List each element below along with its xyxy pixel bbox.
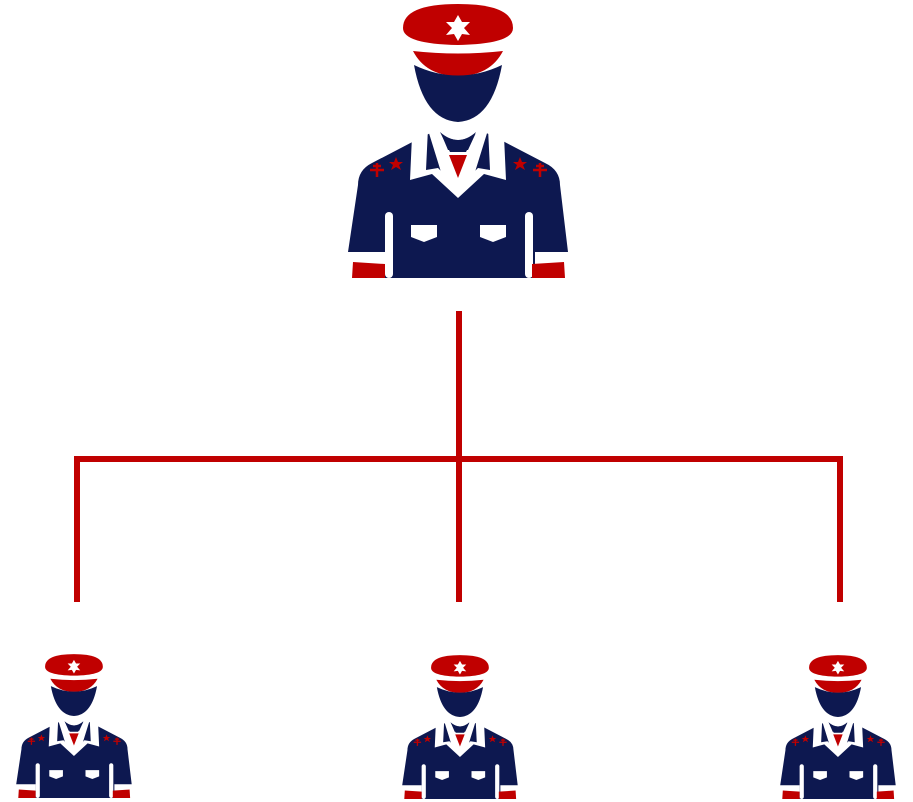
branch-line xyxy=(74,456,843,602)
officer-icon-root xyxy=(346,2,570,280)
connector-lines xyxy=(74,311,843,602)
officer-icon-right xyxy=(779,654,897,800)
officer-icon-left xyxy=(15,653,133,799)
officer-icon-middle xyxy=(401,654,519,800)
